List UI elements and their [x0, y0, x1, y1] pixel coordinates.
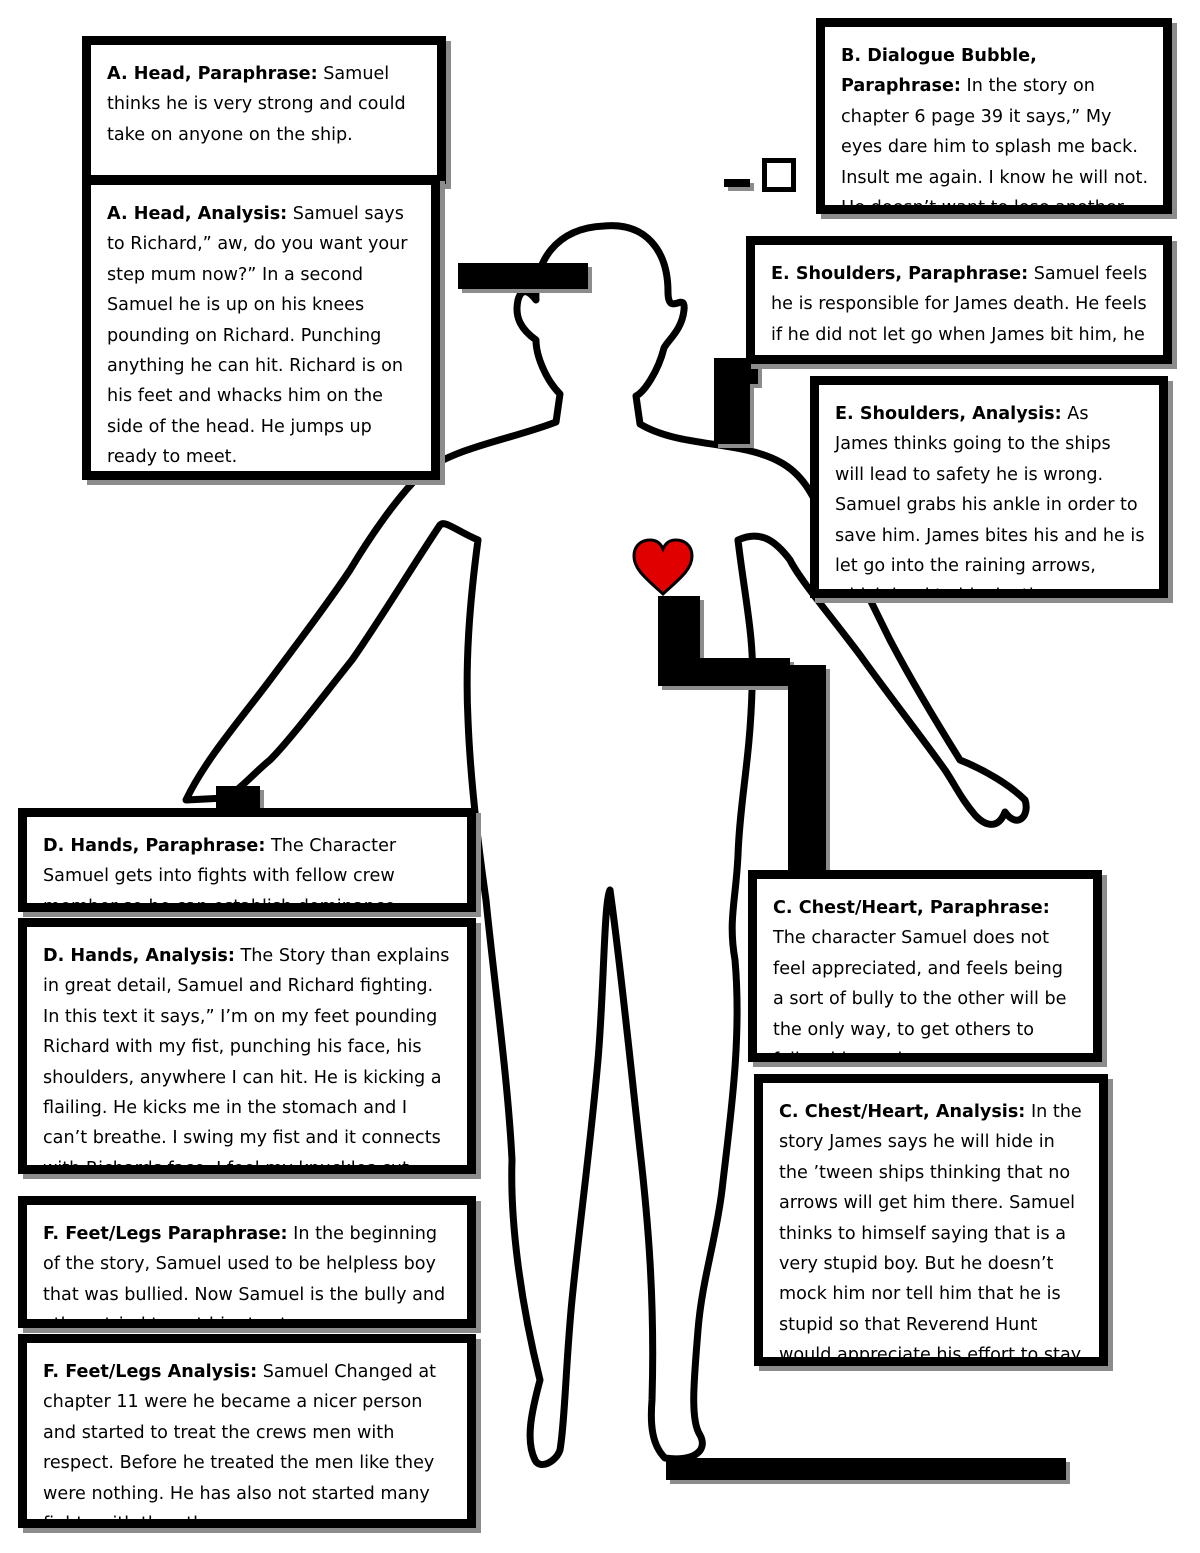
- shoulders-analysis-box: E. Shoulders, Analysis: As James thinks …: [810, 376, 1168, 598]
- shoulders-analysis-text: As James thinks going to the ships will …: [835, 404, 1145, 598]
- head-analysis-label: A. Head, Analysis:: [107, 204, 288, 224]
- dialogue-paraphrase-text: In the story on chapter 6 page 39 it say…: [841, 76, 1149, 214]
- chest-analysis-text: In the story James says he will hide in …: [779, 1102, 1082, 1366]
- connector-shoulder-b: [714, 384, 750, 444]
- head-paraphrase-label: A. Head, Paraphrase:: [107, 64, 318, 84]
- body-outline-path: [182, 222, 1030, 1468]
- head-analysis-box: A. Head, Analysis: Samuel says to Richar…: [82, 176, 440, 480]
- chest-analysis-label: C. Chest/Heart, Analysis:: [779, 1102, 1026, 1122]
- chest-paraphrase-label: C. Chest/Heart, Paraphrase:: [773, 898, 1050, 918]
- connector-feet: [666, 1458, 1066, 1480]
- feet-analysis-box: F. Feet/Legs Analysis: Samuel Changed at…: [18, 1334, 476, 1528]
- hands-analysis-text: The Story than explains in great detail,…: [43, 946, 450, 1174]
- chest-analysis-box: C. Chest/Heart, Analysis: In the story J…: [754, 1074, 1108, 1366]
- feet-paraphrase-text: In the beginning of the story, Samuel us…: [43, 1224, 446, 1328]
- connector-bubble-small: [724, 179, 750, 187]
- feet-paraphrase-label: F. Feet/Legs Paraphrase:: [43, 1224, 288, 1244]
- chest-paraphrase-text: The character Samuel does not feel appre…: [773, 928, 1067, 1062]
- shoulders-analysis-label: E. Shoulders, Analysis:: [835, 404, 1062, 424]
- feet-analysis-text: Samuel Changed at chapter 11 were he bec…: [43, 1362, 437, 1528]
- hands-paraphrase-box: D. Hands, Paraphrase: The Character Samu…: [18, 808, 476, 912]
- feet-analysis-label: F. Feet/Legs Analysis:: [43, 1362, 258, 1382]
- head-analysis-text: Samuel says to Richard,” aw, do you want…: [107, 204, 408, 468]
- connector-hand: [216, 786, 260, 812]
- dialogue-paraphrase-box: B. Dialogue Bubble, Paraphrase: In the s…: [816, 18, 1172, 214]
- shoulders-paraphrase-text: Samuel feels he is responsible for James…: [771, 264, 1148, 345]
- chest-paraphrase-box: C. Chest/Heart, Paraphrase: The characte…: [748, 870, 1102, 1062]
- connector-head: [458, 263, 588, 289]
- hands-paraphrase-text: The Character Samuel gets into fights wi…: [43, 836, 397, 912]
- dialogue-paraphrase-label: B. Dialogue Bubble, Paraphrase:: [841, 46, 1037, 97]
- hands-paraphrase-label: D. Hands, Paraphrase:: [43, 836, 266, 856]
- connector-chest-v: [788, 665, 826, 875]
- heart-icon: [632, 538, 694, 597]
- shoulders-paraphrase-box: E. Shoulders, Paraphrase: Samuel feels h…: [746, 236, 1172, 364]
- hands-analysis-box: D. Hands, Analysis: The Story than expla…: [18, 918, 476, 1174]
- hands-analysis-label: D. Hands, Analysis:: [43, 946, 235, 966]
- connector-heart-h: [658, 658, 790, 686]
- shoulders-paraphrase-label: E. Shoulders, Paraphrase:: [771, 264, 1029, 284]
- feet-paraphrase-box: F. Feet/Legs Paraphrase: In the beginnin…: [18, 1196, 476, 1328]
- head-paraphrase-text: Samuel thinks he is very strong and coul…: [107, 64, 406, 145]
- dialogue-bubble-icon: [762, 158, 796, 192]
- head-paraphrase-box: A. Head, Paraphrase: Samuel thinks he is…: [82, 36, 446, 184]
